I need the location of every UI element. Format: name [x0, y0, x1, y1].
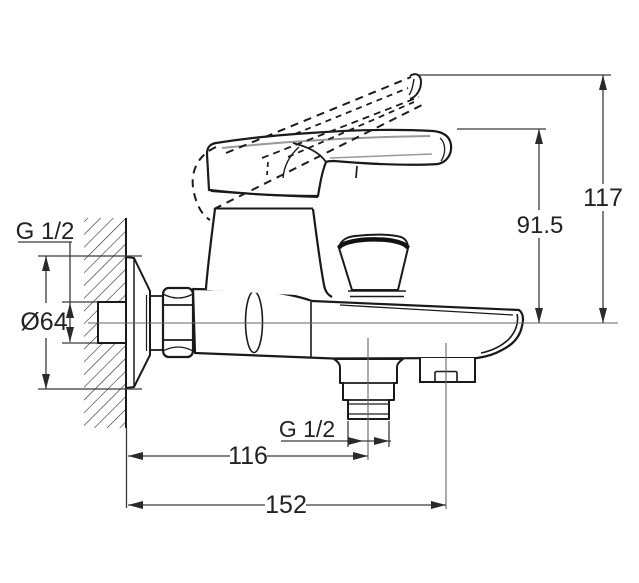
cartridge-neck [204, 208, 333, 298]
aerator-housing [419, 358, 476, 383]
dimension-arrowheads [42, 75, 607, 509]
lever-handle [205, 128, 453, 198]
centerlines [88, 322, 618, 509]
union-pipe [150, 295, 163, 351]
diverter-knob [336, 233, 411, 298]
dimension-labels: G 1/2 Ø64 117 91.5 G 1/2 116 152 [16, 184, 623, 519]
mixer-body-and-spout [191, 287, 525, 360]
label-height-117: 117 [583, 184, 623, 212]
raised-lever-phantom-outline [191, 73, 425, 221]
label-width-116: 116 [228, 442, 268, 470]
raised-lever-tip [409, 73, 423, 100]
label-height-91-5: 91.5 [517, 212, 564, 239]
label-outlet-thread: G 1/2 [279, 416, 335, 442]
label-width-152: 152 [265, 491, 307, 519]
label-wall-thread: G 1/2 [16, 218, 75, 245]
body-joint-ellipse [244, 290, 264, 354]
dimension-text-backgrounds [25, 185, 621, 515]
label-escutcheon-diameter: Ø64 [20, 308, 67, 336]
